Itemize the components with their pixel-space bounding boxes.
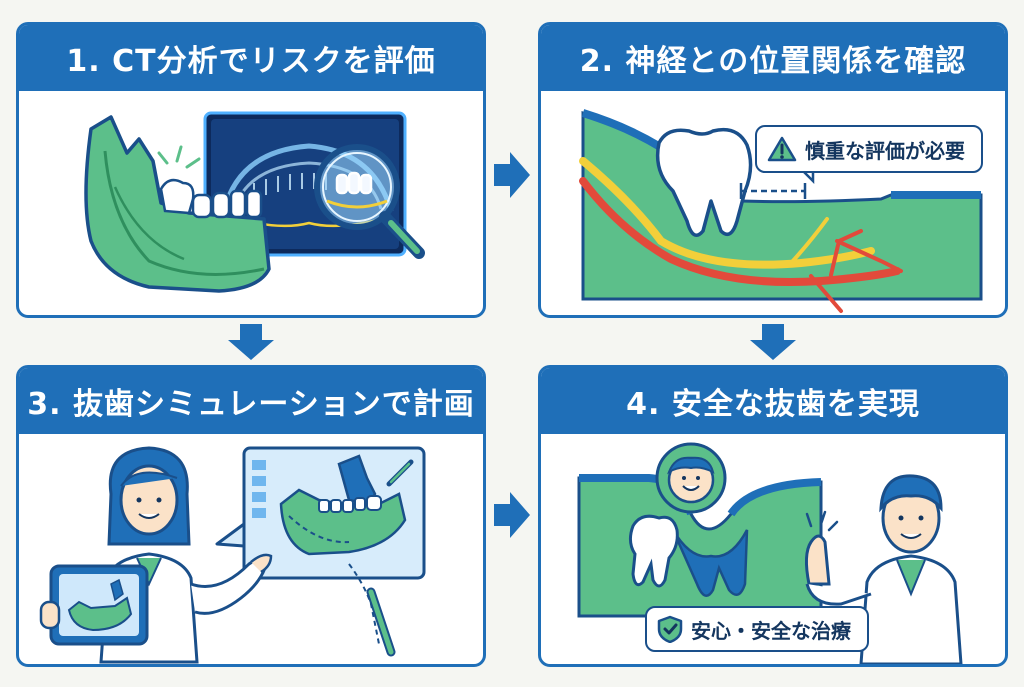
- step-illustration-2: 慎重な評価が必要: [541, 91, 1005, 315]
- step-illustration-4: 安心・安全な治療: [541, 434, 1005, 664]
- arrow-down-icon: [228, 324, 274, 360]
- doctor-man: [804, 474, 963, 664]
- step-panel-3: 3. 抜歯シミュレーションで計画: [16, 365, 486, 667]
- step-panel-2: 2. 神経との位置関係を確認: [538, 22, 1008, 318]
- callout-caution-text: 慎重な評価が必要: [805, 138, 965, 163]
- warning-icon: [767, 136, 797, 162]
- nerve-lines: [579, 157, 903, 313]
- jaw-illustration: [84, 115, 271, 293]
- speech-bubble-tail: [215, 522, 246, 548]
- arrow-right-icon: [494, 152, 530, 198]
- shield-check-icon: [657, 615, 683, 643]
- step-title-3: 3. 抜歯シミュレーションで計画: [19, 368, 483, 434]
- step-title-4: 4. 安全な抜歯を実現: [541, 368, 1005, 434]
- step-illustration-1: [19, 91, 483, 315]
- arrow-down-icon: [750, 324, 796, 360]
- simulation-screen: [242, 446, 426, 580]
- magnifier-icon: [314, 144, 425, 259]
- extracted-tooth: [628, 514, 679, 588]
- callout-safety-text: 安心・安全な治療: [691, 618, 851, 643]
- patient-avatar: [655, 442, 727, 514]
- distance-marker: [739, 183, 807, 199]
- callout-caution: 慎重な評価が必要: [755, 125, 983, 173]
- arrow-right-icon: [494, 492, 530, 538]
- step-panel-1: 1. CT分析でリスクを評価: [16, 22, 486, 318]
- step-panel-4: 4. 安全な抜歯を実現: [538, 365, 1008, 667]
- tablet-device: [39, 564, 149, 646]
- dental-instrument: [348, 563, 396, 657]
- tooth-illustration: [655, 127, 753, 237]
- step-title-2: 2. 神経との位置関係を確認: [541, 25, 1005, 91]
- step-title-1: 1. CT分析でリスクを評価: [19, 25, 483, 91]
- callout-safety: 安心・安全な治療: [645, 606, 869, 652]
- step-illustration-3: [19, 434, 483, 664]
